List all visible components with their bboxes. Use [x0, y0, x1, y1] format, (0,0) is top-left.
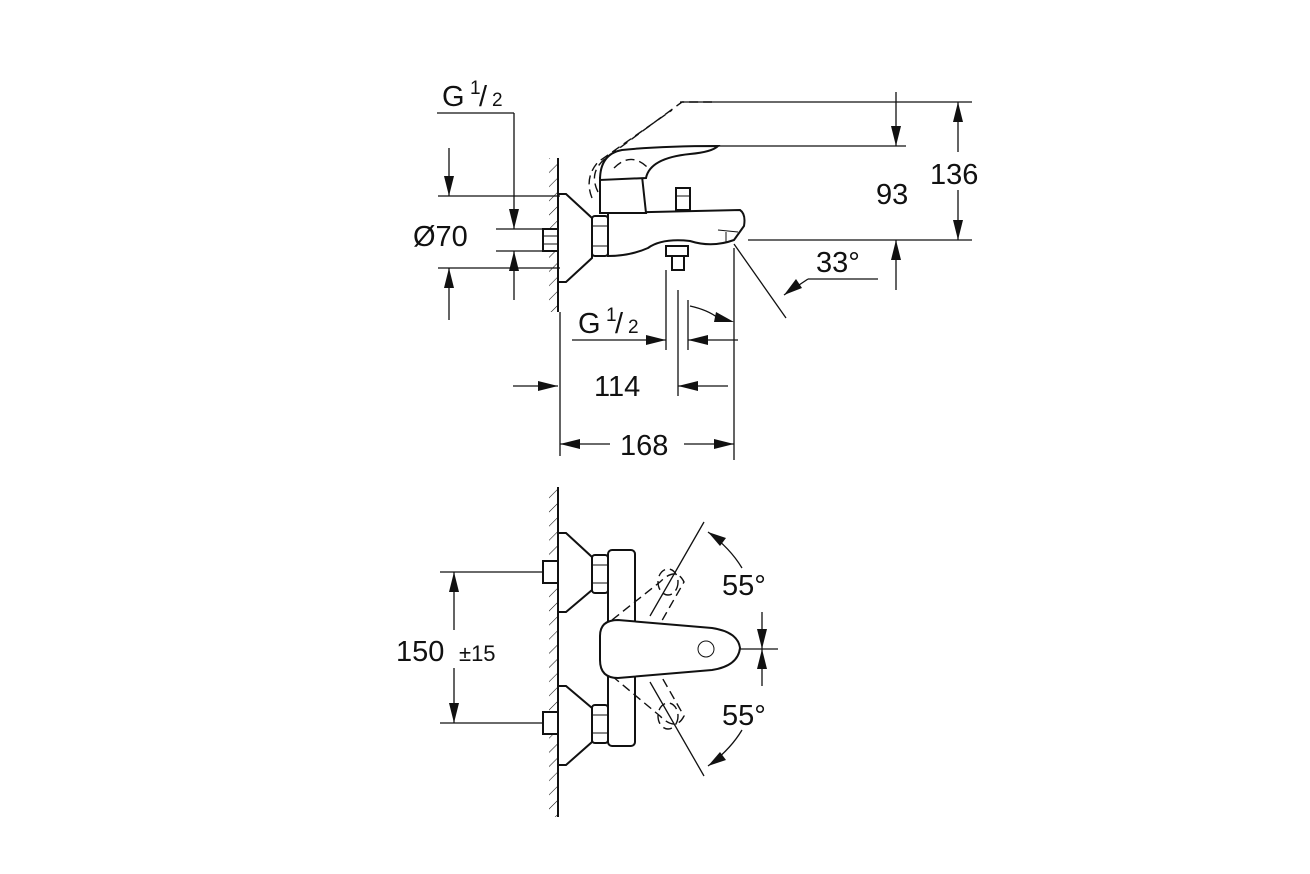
dim-projection-outlet	[513, 290, 728, 396]
label-outlet-thread: G 1 / 2	[578, 305, 639, 340]
dim-inlet-thread	[437, 112, 543, 300]
label-angle-lower: 55°	[722, 700, 766, 732]
dim-projection-total	[559, 312, 734, 456]
lever-front	[599, 618, 742, 680]
svg-text:2: 2	[628, 317, 639, 338]
union-nut-lower-front	[591, 704, 609, 744]
rosette-upper-front	[557, 532, 593, 613]
label-rosette-diameter: Ø70	[413, 221, 468, 253]
dim-outlet-thread	[572, 248, 738, 460]
wall-nut-side	[542, 228, 559, 252]
mixer-body-side	[607, 208, 746, 258]
front-view: 150 ±15 55° 55°	[396, 487, 778, 817]
side-view: G 1 / 2 Ø70 136 93 33° G 1 / 2 114 168	[413, 78, 978, 462]
dim-rosette-diameter	[438, 148, 560, 320]
svg-text:/: /	[479, 81, 488, 113]
label-projection-outlet: 114	[594, 371, 640, 403]
label-inlet-thread: G 1 / 2	[442, 78, 503, 113]
dim-centres	[440, 571, 543, 724]
label-projection-total: 168	[620, 430, 668, 462]
union-nut-upper-front	[591, 554, 609, 594]
svg-text:/: /	[615, 308, 624, 340]
label-centres: 150	[396, 636, 444, 668]
lever-open-dashed	[593, 101, 712, 193]
svg-text:1: 1	[470, 78, 481, 99]
lever-side	[598, 144, 721, 182]
label-height-total: 136	[930, 159, 978, 191]
dim-heights	[680, 92, 972, 290]
cartridge-housing-side	[599, 174, 648, 214]
rosette-lower-front	[557, 685, 593, 766]
label-angle-upper: 55°	[722, 570, 766, 602]
diverter-knob-side	[675, 187, 691, 211]
wall-front	[549, 487, 559, 817]
svg-text:1: 1	[606, 305, 617, 326]
rosette-side	[557, 193, 593, 283]
dim-spout-angle	[733, 243, 878, 319]
svg-text:G: G	[442, 81, 465, 113]
label-height-lever: 93	[876, 179, 908, 211]
union-nut-side	[591, 215, 609, 257]
svg-text:2: 2	[492, 90, 503, 111]
shower-outlet-side	[665, 245, 689, 257]
svg-text:G: G	[578, 308, 601, 340]
label-centres-tolerance: ±15	[459, 641, 496, 666]
label-spout-angle: 33°	[816, 247, 860, 279]
